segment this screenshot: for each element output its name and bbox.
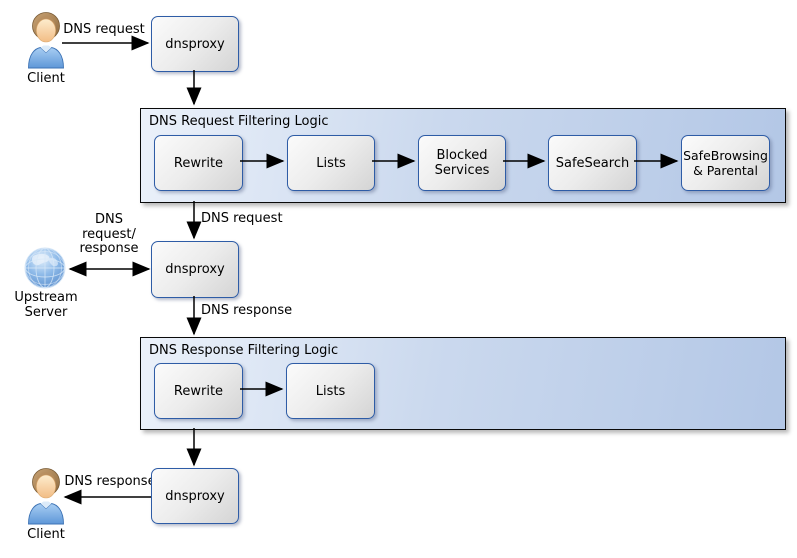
step-safesearch: SafeSearch [548,135,637,191]
step-safebrowsing-parental: SafeBrowsing & Parental [681,135,770,191]
client-bottom-label: Client [27,527,65,542]
edge-label-dns-response-mid: DNS response [201,303,293,318]
person-icon [28,468,64,525]
step-label: Rewrite [173,155,224,171]
step-blocked-services: Blocked Services [418,135,506,191]
step-label: Rewrite [173,383,224,399]
step-lists-request: Lists [287,135,375,191]
edge-label-upstream-exchange: DNS request/ response [79,212,139,256]
edge-label-dns-request-top: DNS request [63,22,145,37]
step-label: SafeBrowsing & Parental [683,148,768,178]
upstream-server-label: Upstream Server [14,290,78,320]
step-label: Blocked Services [434,148,490,178]
dnsproxy-bottom-node: dnsproxy [151,468,239,524]
client-bottom-icon [26,466,66,526]
dnsproxy-top-node: dnsproxy [151,16,239,72]
request-filtering-title: DNS Request Filtering Logic [149,114,329,129]
step-rewrite-response: Rewrite [154,363,243,419]
edge-label-dns-request-mid: DNS request [201,211,283,226]
step-label: Lists [316,155,346,171]
step-lists-response: Lists [286,363,375,419]
response-filtering-container: DNS Response Filtering Logic Rewrite Lis… [140,337,786,430]
dnsproxy-middle-node: dnsproxy [151,241,239,298]
globe-icon [24,247,66,289]
request-filtering-container: DNS Request Filtering Logic Rewrite List… [140,108,786,203]
response-filtering-title: DNS Response Filtering Logic [149,343,339,358]
edge-label-dns-response-bottom: DNS response [64,474,156,489]
person-icon [28,12,64,69]
step-label: Lists [315,383,346,399]
client-top-icon [26,10,66,70]
step-rewrite-request: Rewrite [154,135,243,191]
dnsproxy-middle-label: dnsproxy [165,262,225,277]
dnsproxy-top-label: dnsproxy [165,36,225,52]
upstream-server-icon [23,246,67,290]
dnsproxy-bottom-label: dnsproxy [165,488,225,504]
client-top-label: Client [27,71,65,86]
step-label: SafeSearch [555,155,630,171]
